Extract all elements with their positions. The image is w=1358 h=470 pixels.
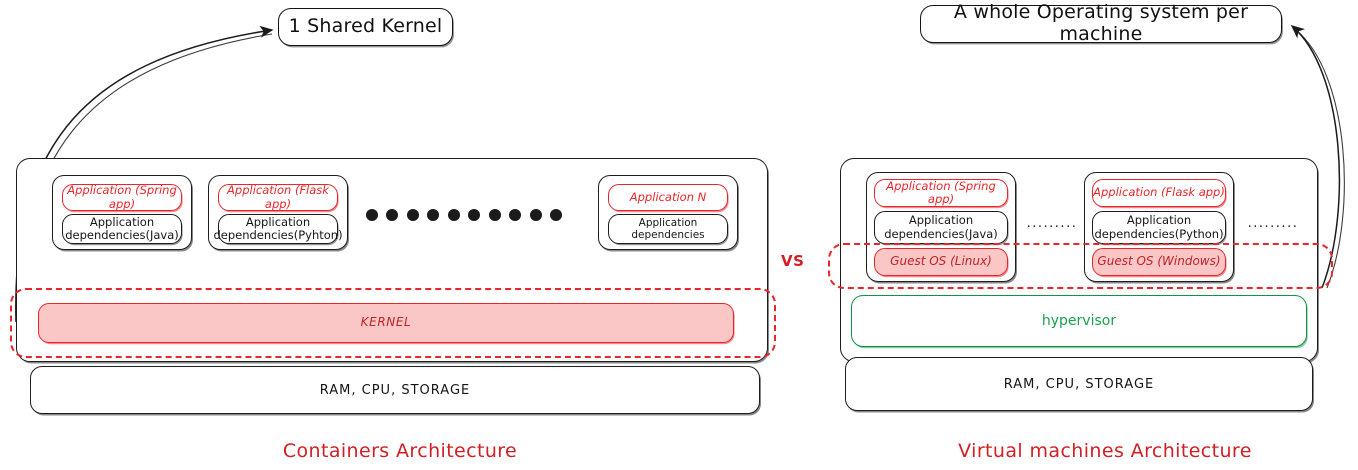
dot xyxy=(447,209,460,221)
dot xyxy=(366,209,378,221)
containers-caption: Containers Architecture xyxy=(282,440,518,462)
dot xyxy=(427,209,440,221)
container-2-application: Application (Flask app) xyxy=(218,184,338,211)
hypervisor-bar: hypervisor xyxy=(851,295,1307,347)
container-1-dependencies: Application dependencies(Java) xyxy=(62,214,182,244)
vms-ellipsis-middle: ......... xyxy=(1026,215,1078,231)
vm-2-application: Application (Flask app) xyxy=(1092,179,1226,207)
container-2-dependencies: Application dependencies(Pyhton) xyxy=(213,214,343,244)
container-n-dependencies: Application dependencies xyxy=(608,214,728,244)
vm-1-guest-os: Guest OS (Linux) xyxy=(874,248,1008,276)
vm-1-dependencies: Application dependencies(Java) xyxy=(874,211,1008,244)
containers-hardware-label: RAM, CPU, STORAGE xyxy=(319,382,471,398)
container-n-application: Application N xyxy=(608,184,728,211)
vm-2-guest-os: Guest OS (Windows) xyxy=(1092,248,1226,276)
vms-ellipsis-right: ......... xyxy=(1247,215,1299,231)
dot xyxy=(386,209,399,221)
callout-os-per-machine: A whole Operating system per machine xyxy=(920,1,1282,45)
vm-2-dependencies: Application dependencies(Python) xyxy=(1092,211,1226,244)
containers-ellipsis-dots xyxy=(366,208,562,222)
dot xyxy=(529,209,542,221)
vms-hardware-label: RAM, CPU, STORAGE xyxy=(1003,376,1155,392)
container-1-application: Application (Spring app) xyxy=(62,184,182,211)
dot xyxy=(549,209,562,221)
vms-caption: Virtual machines Architecture xyxy=(958,440,1252,462)
dot xyxy=(468,209,481,221)
vms-hardware-bar: RAM, CPU, STORAGE xyxy=(845,357,1313,411)
dot xyxy=(406,209,419,221)
dot xyxy=(509,209,522,221)
dot xyxy=(488,209,501,221)
callout-shared-kernel: 1 Shared Kernel xyxy=(278,8,453,46)
vm-1-application: Application (Spring app) xyxy=(874,179,1008,207)
kernel-bar: KERNEL xyxy=(38,303,734,343)
containers-hardware-bar: RAM, CPU, STORAGE xyxy=(30,366,760,414)
vs-label: VS xyxy=(781,252,805,270)
